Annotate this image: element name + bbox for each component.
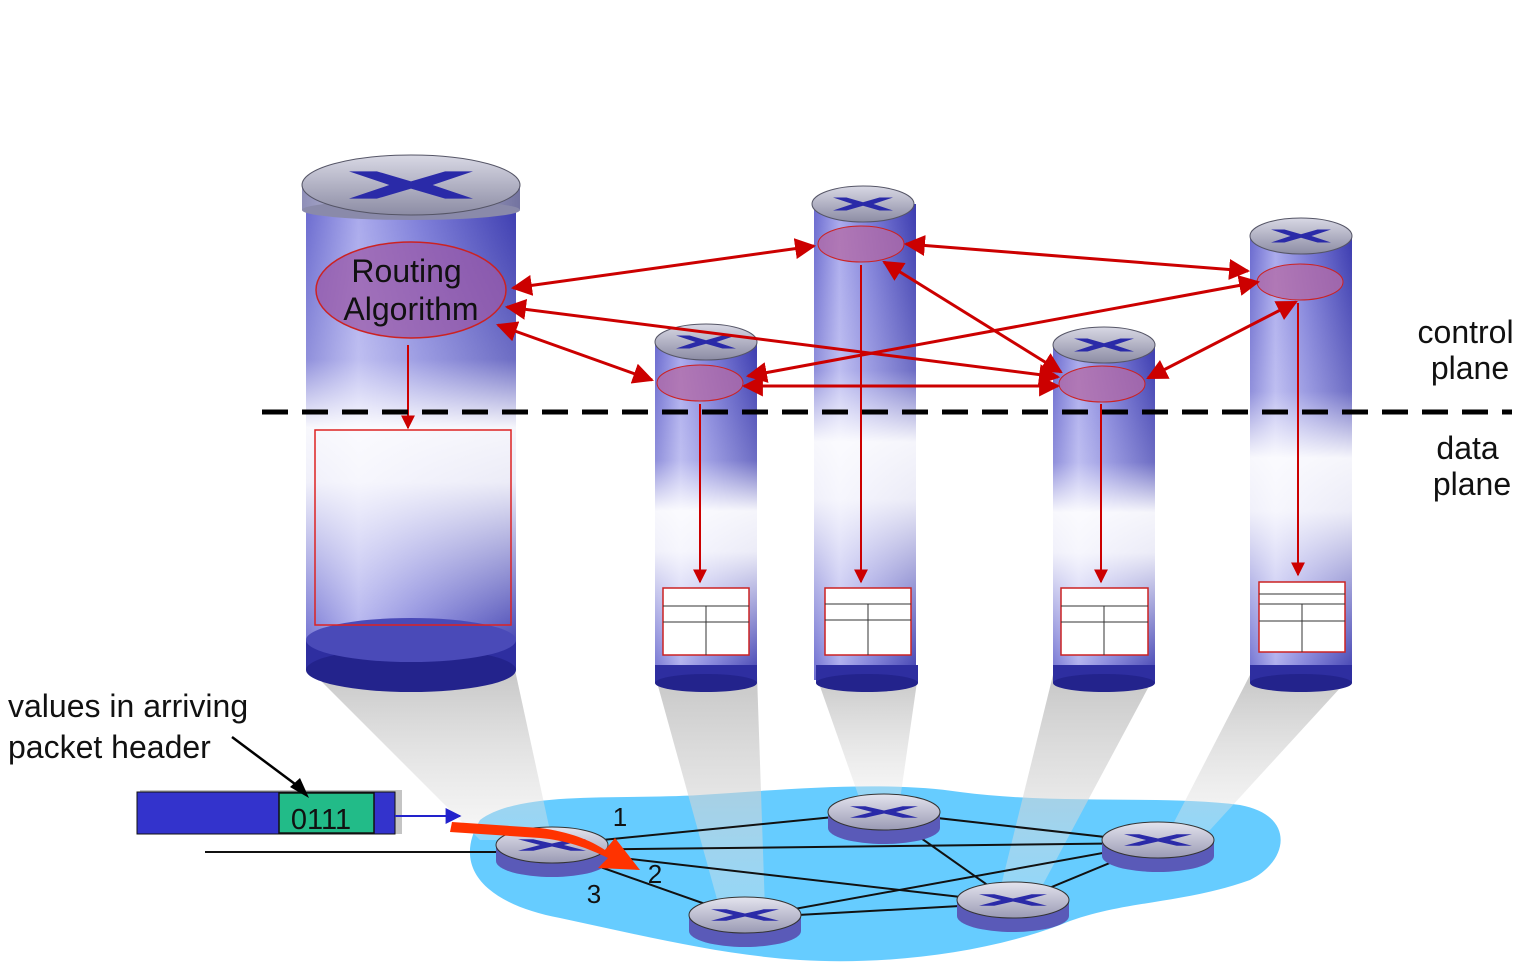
caption-pointer [231,735,304,792]
forwarding-table [824,587,912,656]
router-icon [827,793,941,844]
caption-pointer-head [290,778,309,798]
network-routers [495,793,1215,947]
router-icon [956,881,1070,932]
forwarding-table [1060,587,1149,656]
port-label-3: 3 [587,879,601,909]
forwarding-table [1258,581,1346,653]
packet-header-caption: values in arriving packet header [8,688,257,765]
routing-algorithm-label: Routing Algorithm [343,253,478,327]
data-plane-label: data plane [1433,430,1511,502]
port-label-1: 1 [613,802,627,832]
forwarding-table [662,587,750,656]
header-value: 0111 [291,804,351,836]
control-messages [496,235,1298,397]
forwarding-arrow [450,822,640,870]
port-label-2: 2 [648,859,662,889]
router-icon [688,896,802,947]
router-cylinder-main [301,154,521,692]
header-field [278,792,375,834]
control-plane-label: control plane [1418,314,1523,386]
network-cloud [469,786,1281,962]
routing-algorithm-ellipse [315,241,507,339]
arriving-packet: 0111 [136,790,462,836]
projection-funnels [310,670,1352,910]
router-icon [1101,821,1215,872]
